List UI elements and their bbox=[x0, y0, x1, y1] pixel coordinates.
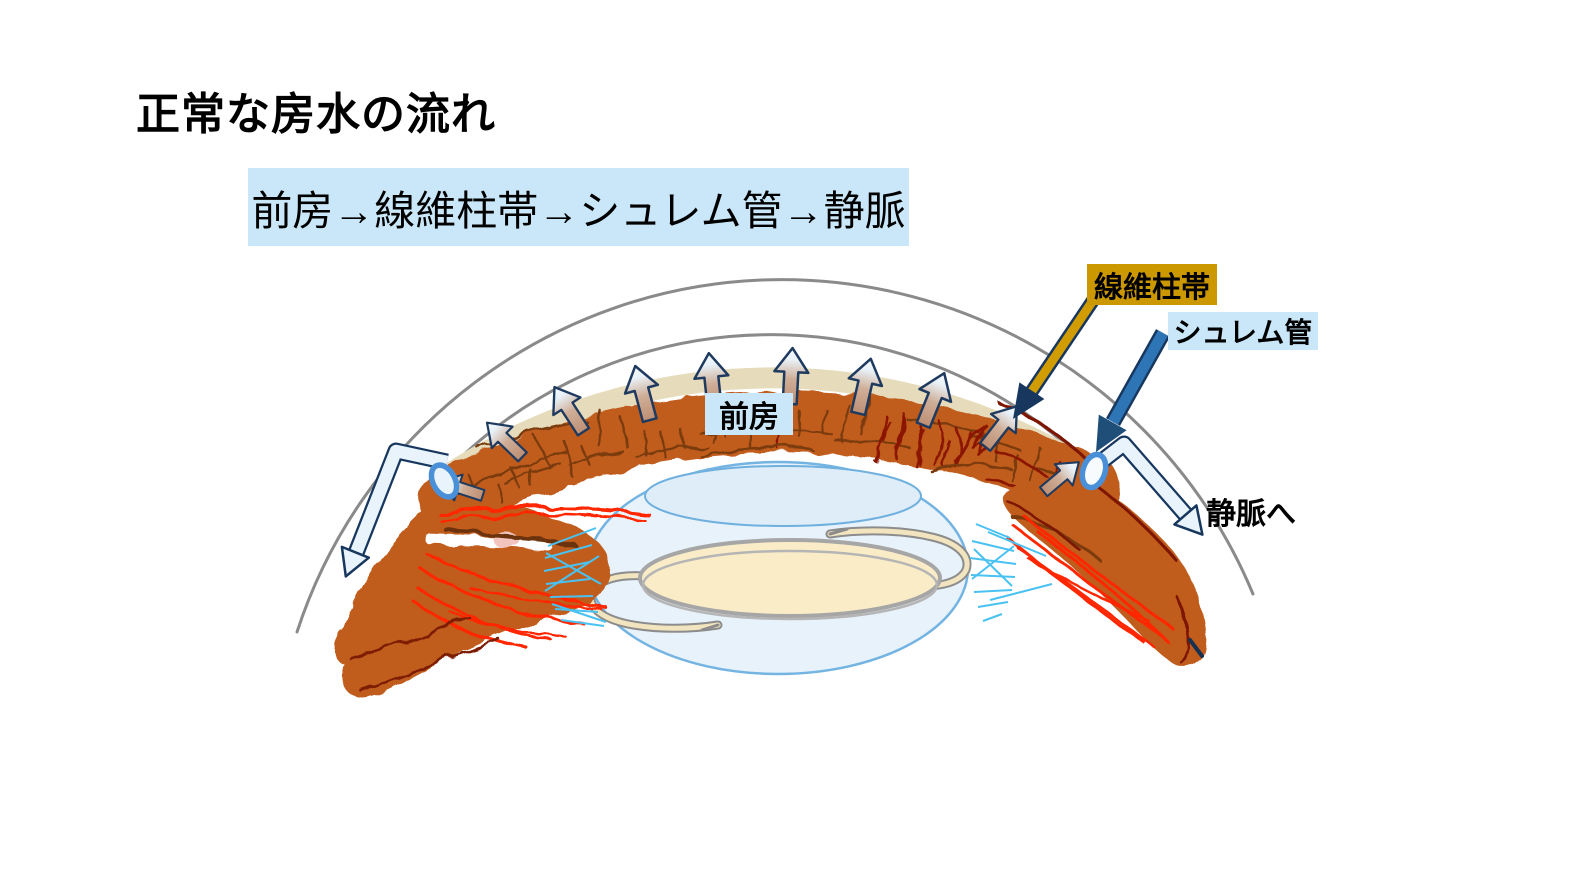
ciliary-right-dark-edges bbox=[1004, 482, 1190, 665]
ciliary-left-vessels bbox=[413, 504, 650, 651]
ciliary-body-left bbox=[333, 492, 650, 697]
outflow-arrow-right bbox=[1096, 435, 1204, 536]
label-schlemm-canal: シュレム管 bbox=[1168, 312, 1318, 350]
label-trabecular-meshwork: 線維柱帯 bbox=[1087, 264, 1217, 305]
label-anterior-chamber: 前房 bbox=[705, 393, 793, 435]
flow-summary-box: 前房→線維柱帯→シュレム管→静脈 bbox=[248, 168, 909, 246]
trabecular-pointer-arrow bbox=[1013, 292, 1102, 419]
schlemm-pointer-arrow bbox=[1096, 329, 1170, 452]
label-to-vein: 静脈へ bbox=[1206, 498, 1296, 531]
iol-haptic-left bbox=[586, 571, 723, 633]
cornea-inner-arc bbox=[446, 333, 1087, 472]
page-title: 正常な房水の流れ bbox=[136, 90, 496, 139]
zonule-fibers-right bbox=[969, 523, 1053, 622]
anterior-capsule-opening bbox=[644, 465, 922, 527]
ciliary-tail-tick bbox=[1188, 638, 1204, 658]
iris-detail-strokes bbox=[453, 400, 1087, 508]
lens-capsule-group bbox=[586, 460, 972, 676]
ciliary-right-blob bbox=[1001, 477, 1206, 668]
outflow-arrow-left bbox=[340, 442, 449, 578]
iol-optic-lower-rim bbox=[641, 549, 939, 621]
ciliary-right-vessels bbox=[1006, 514, 1174, 650]
iol-haptic-right bbox=[825, 526, 972, 591]
ciliary-body-right bbox=[1001, 477, 1206, 668]
zonule-fibers-left bbox=[543, 527, 607, 627]
schlemm-canal-right-ring bbox=[1079, 451, 1109, 491]
iol-optic bbox=[638, 538, 942, 618]
ciliary-left-dark-edges bbox=[350, 616, 502, 692]
schlemm-canal-left-ring bbox=[428, 462, 460, 500]
